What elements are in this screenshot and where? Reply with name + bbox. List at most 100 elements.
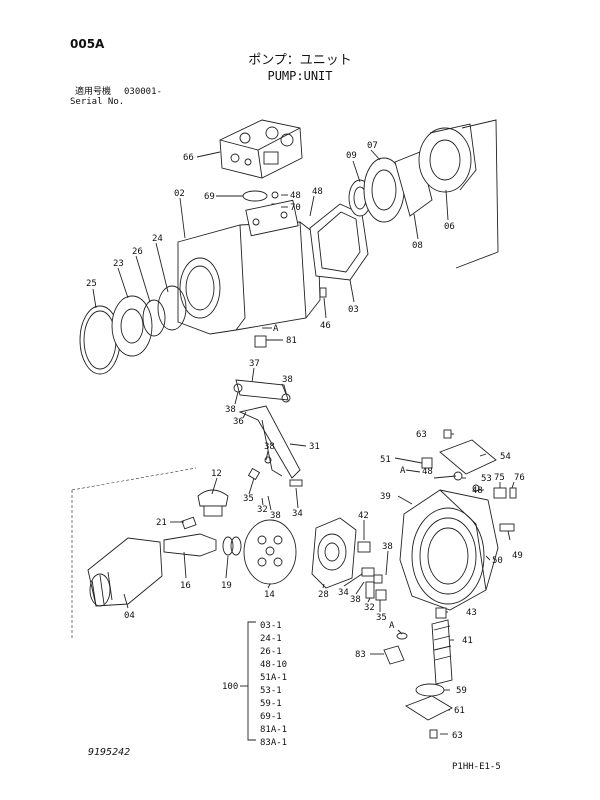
plug-81-drawing [254, 335, 267, 348]
plate-75-drawing [493, 487, 507, 499]
lever-31-drawing [238, 405, 301, 479]
callout-36: 36 [233, 417, 244, 427]
callout-35: 35 [376, 613, 387, 623]
callout-83: 83 [355, 650, 366, 660]
callout-24: 24 [152, 234, 163, 244]
bolt-76-drawing [509, 487, 517, 499]
nut-43-drawing [435, 607, 447, 619]
page-code: 005A [70, 37, 105, 51]
serial-number-value: 030001- [124, 87, 162, 97]
o-ring-24-drawing [157, 285, 187, 331]
callout-42: 42 [358, 511, 369, 521]
callout-39: 39 [380, 492, 391, 502]
callout-38: 38 [382, 542, 393, 552]
callout-03: 03 [348, 305, 359, 315]
pin-32-drawing [365, 581, 375, 599]
callout-28: 28 [318, 590, 329, 600]
callout-07: 07 [367, 141, 378, 151]
callout-08: 08 [412, 241, 423, 251]
callout-81: 81 [286, 336, 297, 346]
callout-09: 09 [346, 151, 357, 161]
kit-item: 83A-1 [260, 738, 287, 748]
kit-label: 100 [222, 682, 238, 692]
pin-46-drawing [319, 287, 327, 298]
o-ring-59-drawing [415, 683, 445, 697]
pump-casing-drawing [177, 199, 321, 335]
callout-46: 46 [320, 321, 331, 331]
valve-housing-39-drawing [399, 489, 499, 611]
bolt-63-drawing [443, 429, 452, 439]
callout-25: 25 [86, 279, 97, 289]
callout-34: 34 [292, 509, 303, 519]
serial-label-japanese: 適用号機 [75, 87, 112, 97]
callout-A: A [389, 621, 395, 631]
shaft-37-drawing [235, 379, 289, 401]
serial-label-english: Serial No. [70, 97, 125, 107]
bolt-49-drawing [499, 523, 515, 532]
document-number: 9195242 [88, 747, 131, 758]
seal-26-drawing [142, 299, 166, 337]
drive-shaft-04-drawing [87, 537, 163, 607]
plug-83-drawing [383, 645, 405, 665]
kit-item: 69-1 [260, 712, 282, 722]
callout-63: 63 [452, 731, 463, 741]
kit-bracket [247, 621, 256, 741]
page-reference: P1HH-E1-5 [452, 762, 501, 772]
bolt-34-drawing [361, 567, 375, 577]
callout-76: 76 [514, 473, 525, 483]
callout-41: 41 [462, 636, 473, 646]
callout-02: 02 [174, 189, 185, 199]
callout-48: 48 [312, 187, 323, 197]
leader-lines [92, 149, 515, 735]
callout-A: A [273, 324, 279, 334]
cylinder-block-14-drawing [243, 519, 297, 585]
callout-53: 53 [481, 474, 492, 484]
callout-04: 04 [124, 611, 135, 621]
pin-21-drawing [181, 516, 197, 530]
callout-61: 61 [454, 706, 465, 716]
callout-16: 16 [180, 581, 191, 591]
callout-23: 23 [113, 259, 124, 269]
spring-19-drawing [222, 536, 234, 556]
callout-38: 38 [270, 511, 281, 521]
callout-48: 48 [290, 191, 301, 201]
plug-48-drawing [271, 191, 279, 199]
callout-31: 31 [309, 442, 320, 452]
valve-plate-28-drawing [311, 517, 357, 589]
callout-38: 38 [282, 375, 293, 385]
callout-26: 26 [132, 247, 143, 257]
callout-06: 06 [444, 222, 455, 232]
kit-item: 53-1 [260, 686, 282, 696]
callout-38: 38 [350, 595, 361, 605]
kit-item: 24-1 [260, 634, 282, 644]
callout-50: 50 [492, 556, 503, 566]
callout-12: 12 [211, 469, 222, 479]
callout-labels: 66 69 48 70 48 02 24 26 23 25 09 07 06 0… [86, 141, 525, 741]
shoe-16-drawing [163, 533, 217, 557]
kit-item: 51A-1 [260, 673, 287, 683]
kit-item: 48-10 [260, 660, 287, 670]
kit-list: 100 03-1 24-1 26-1 48-10 51A-1 53-1 59-1… [222, 621, 287, 748]
cover-54-drawing [439, 439, 497, 475]
callout-49: 49 [512, 551, 523, 561]
callout-21: 21 [156, 518, 167, 528]
callout-48: 48 [472, 486, 483, 496]
regulator-block-drawing [219, 119, 303, 179]
o-ring-69-drawing [242, 190, 268, 202]
callout-54: 54 [500, 452, 511, 462]
kit-item: 81A-1 [260, 725, 287, 735]
cover-61-drawing [405, 695, 453, 721]
callout-69: 69 [204, 192, 215, 202]
callout-14: 14 [264, 590, 275, 600]
callout-34: 34 [338, 588, 349, 598]
page-title-english: PUMP:UNIT [267, 69, 333, 83]
callout-19: 19 [221, 581, 232, 591]
kit-item: 03-1 [260, 621, 282, 631]
callout-75: 75 [494, 473, 505, 483]
callout-51: 51 [380, 455, 391, 465]
callout-32: 32 [257, 505, 268, 515]
adjust-screw-41-drawing [431, 619, 453, 685]
callout-32: 32 [364, 603, 375, 613]
callout-38: 38 [225, 405, 236, 415]
